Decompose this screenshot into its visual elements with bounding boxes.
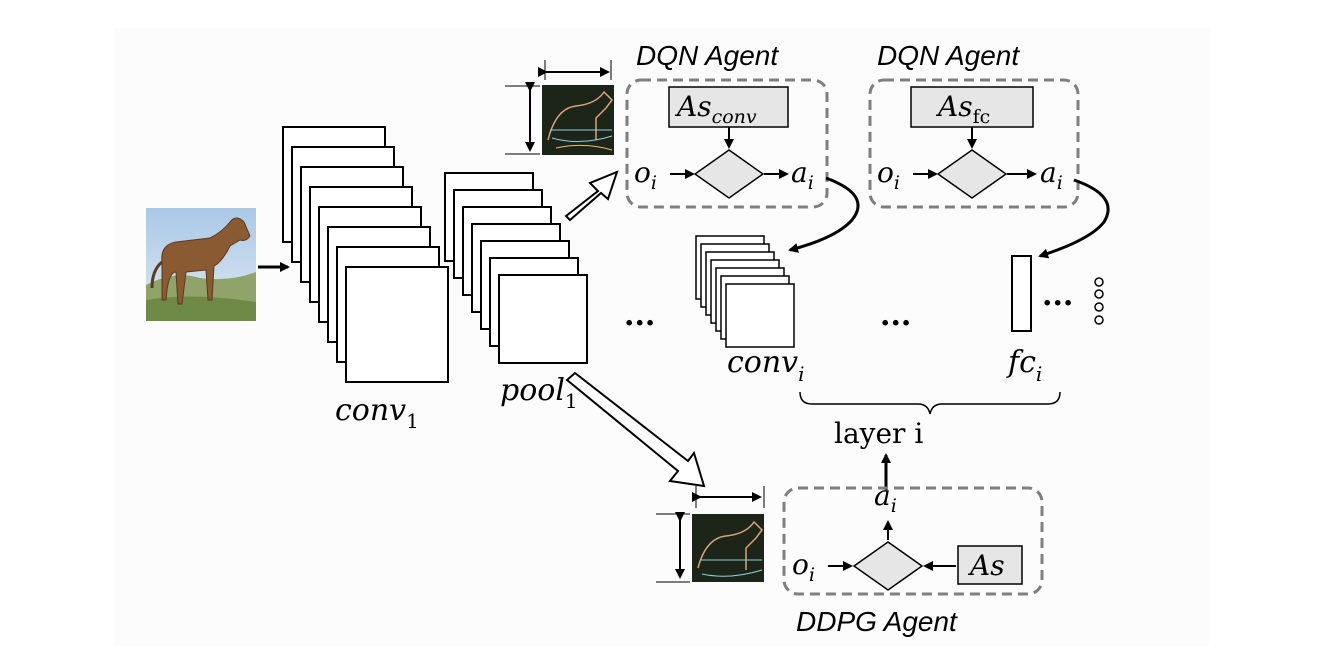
fci-label: fci bbox=[1006, 345, 1042, 386]
pool1-label: pool1 bbox=[500, 373, 578, 413]
conv1-feature-stack bbox=[282, 126, 449, 383]
ellipsis-2: ... bbox=[880, 298, 911, 333]
pool1-map-7 bbox=[498, 274, 588, 364]
dqn-fc-to-fci-arrow bbox=[1038, 178, 1110, 259]
ddpg-agent: ai oi As DDPG Agent bbox=[782, 479, 1044, 637]
ddpg-input: oi bbox=[792, 548, 815, 586]
hollow-arrow-to-dqn bbox=[564, 170, 619, 222]
conv1-map-8 bbox=[345, 266, 449, 383]
ddpg-policy-diamond bbox=[852, 541, 924, 591]
feature-map-thumbnail-bottom bbox=[692, 514, 764, 582]
action-space-fc-label: Asfc bbox=[935, 90, 990, 128]
dqn-agent-fc-border bbox=[868, 78, 1080, 209]
ellipsis-3: ... bbox=[1042, 278, 1073, 313]
convi-label: convi bbox=[727, 345, 805, 386]
dqn-conv-to-convi-arrow bbox=[788, 176, 860, 253]
convi-feature-stack bbox=[695, 235, 795, 348]
vertical-dots bbox=[1094, 277, 1104, 325]
fci-layer bbox=[1011, 255, 1032, 332]
dqn-fc-output: ai bbox=[1040, 156, 1063, 194]
dqn-fc-input: oi bbox=[877, 156, 900, 194]
ddpg-agent-border bbox=[782, 486, 1044, 596]
dqn-agent-conv-title: DQN Agent bbox=[636, 40, 779, 71]
figure-background bbox=[114, 28, 1210, 646]
dqn-conv-output: ai bbox=[791, 156, 814, 194]
action-space-conv-label: Asconv bbox=[674, 90, 757, 128]
dqn-fc-policy-diamond bbox=[936, 149, 1008, 199]
dqn-agent-conv: DQN Agent Asconv oi ai bbox=[625, 40, 829, 209]
dqn-conv-policy-diamond bbox=[693, 149, 765, 199]
input-horse-photo bbox=[146, 208, 256, 321]
convi-map-7 bbox=[725, 283, 795, 348]
dqn-agent-fc: DQN Agent Asfc oi ai bbox=[868, 40, 1080, 209]
dqn-conv-input: oi bbox=[634, 156, 657, 194]
action-space-ddpg-label: As bbox=[967, 549, 1005, 582]
ddpg-output: ai bbox=[874, 479, 897, 517]
conv1-label: conv1 bbox=[335, 393, 419, 433]
dqn-agent-conv-border bbox=[625, 78, 829, 209]
ddpg-agent-title: DDPG Agent bbox=[796, 606, 958, 637]
dqn-agent-fc-title: DQN Agent bbox=[877, 40, 1020, 71]
pool1-feature-stack bbox=[444, 172, 588, 364]
action-space-ddpg-box bbox=[957, 545, 1023, 585]
layer-i-label: layer i bbox=[834, 417, 923, 450]
feature-map-thumbnail-top bbox=[542, 85, 614, 155]
ellipsis-1: ... bbox=[624, 298, 655, 333]
hollow-arrow-to-ddpg bbox=[565, 371, 706, 488]
layer-brace bbox=[799, 391, 1061, 415]
